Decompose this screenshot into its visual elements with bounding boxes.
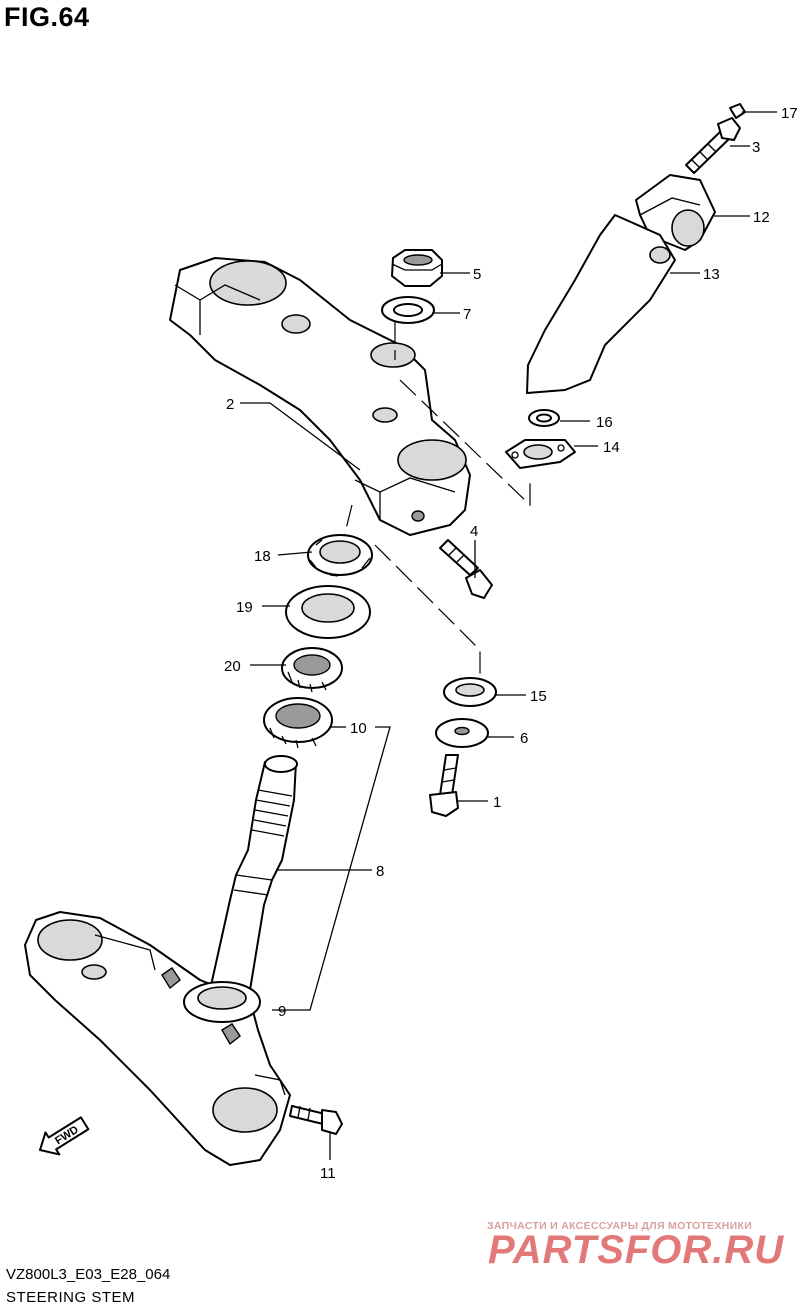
callout-15: 15 xyxy=(530,688,547,705)
figure-code: VZ800L3_E03_E28_064 xyxy=(6,1266,171,1283)
upper-bracket xyxy=(169,257,471,536)
watermark-tagline: ЗАПЧАСТИ И АКСЕССУАРЫ ДЛЯ МОТОТЕХНИКИ xyxy=(487,1220,753,1232)
part-6-washer xyxy=(435,718,489,748)
figure-name: STEERING STEM xyxy=(6,1289,136,1306)
callout-16: 16 xyxy=(596,414,613,431)
callout-6: 6 xyxy=(520,730,528,747)
lower-bracket-stem xyxy=(24,755,298,1166)
callout-7: 7 xyxy=(463,306,471,323)
part-16-washer xyxy=(528,409,560,427)
callout-8: 8 xyxy=(376,863,384,880)
callout-14: 14 xyxy=(603,439,620,456)
fwd-arrow: FWD xyxy=(39,1116,90,1156)
part-3-bolt xyxy=(685,117,741,174)
callout-17: 17 xyxy=(781,105,798,122)
callout-1: 1 xyxy=(493,794,501,811)
callout-5: 5 xyxy=(473,266,481,283)
part-10-bearing xyxy=(263,697,333,749)
callout-20: 20 xyxy=(224,658,241,675)
part-15-washer xyxy=(443,677,497,707)
part-11-bolt xyxy=(289,1105,343,1135)
part-7-washer xyxy=(381,296,435,324)
callout-11: 11 xyxy=(320,1165,336,1182)
part-17-clip xyxy=(729,103,746,119)
part-20-bearing xyxy=(281,647,343,693)
figure-title: FIG.64 xyxy=(4,2,90,32)
callout-9: 9 xyxy=(278,1003,286,1020)
callout-4: 4 xyxy=(470,523,478,540)
part-12-clamp xyxy=(635,174,716,251)
callout-10: 10 xyxy=(350,720,367,737)
part-13-cover xyxy=(526,214,676,394)
callout-13: 13 xyxy=(703,266,720,283)
leader-lines xyxy=(240,111,777,1160)
callout-19: 19 xyxy=(236,599,253,616)
part-1-bolt xyxy=(429,754,459,817)
part-14-plate xyxy=(505,439,576,469)
callouts: 17 3 12 13 5 7 2 16 14 4 18 19 20 10 15 … xyxy=(224,105,798,1182)
part-18-lock-nut xyxy=(307,534,373,577)
callout-12: 12 xyxy=(753,209,770,226)
part-4-bolt xyxy=(439,539,493,599)
callout-18: 18 xyxy=(254,548,271,565)
part-19-seal xyxy=(285,585,371,639)
callout-3: 3 xyxy=(752,139,760,156)
part-5-cap-nut xyxy=(391,249,443,287)
watermark-logo: PARTSFOR.RU xyxy=(488,1228,785,1272)
callout-2: 2 xyxy=(226,396,234,413)
